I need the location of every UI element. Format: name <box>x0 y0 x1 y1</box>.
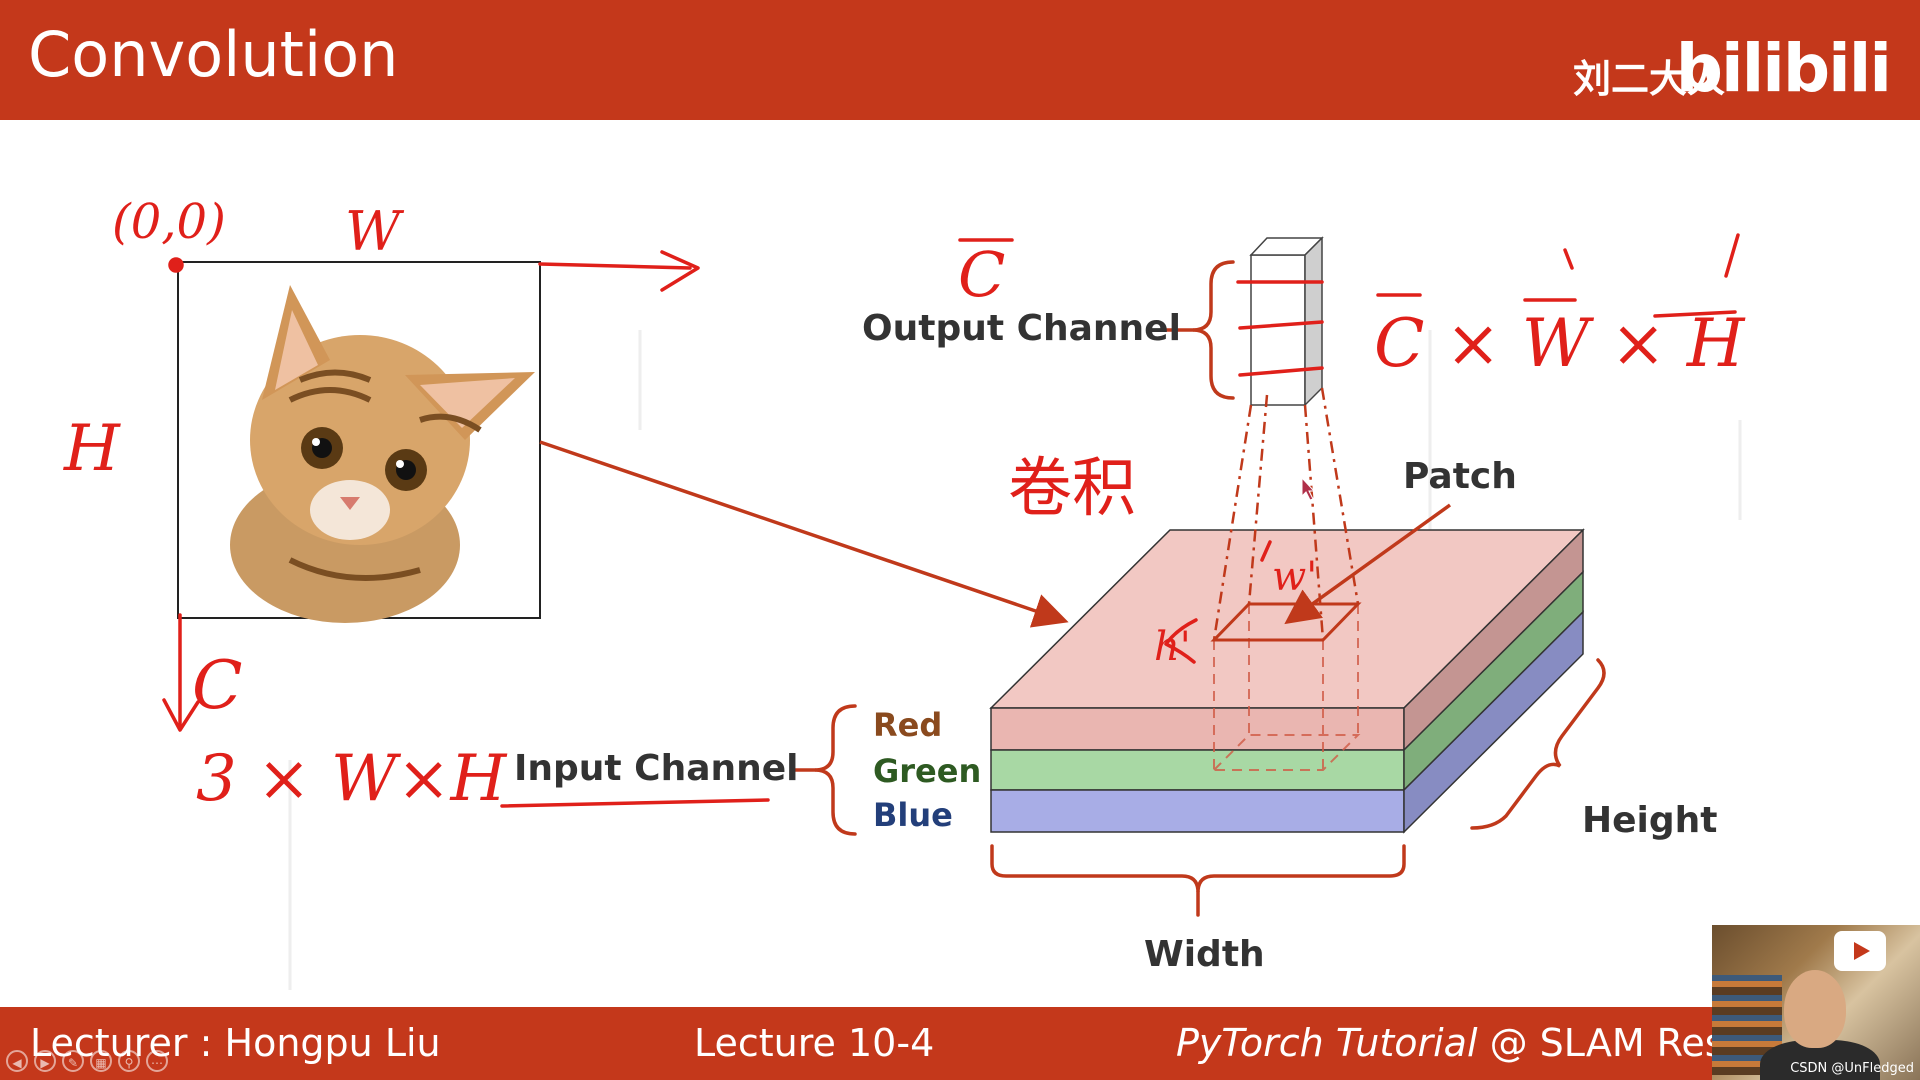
w-prime-mark <box>1563 248 1574 270</box>
tensor-green-layer <box>990 749 1405 791</box>
author-brand: 刘二大人 <box>1572 57 1725 101</box>
webcam-overlay: CSDN @UnFledged <box>1712 925 1920 1080</box>
bilibili-logo: bilibili <box>1675 30 1892 107</box>
diagram-labels: Output Channel Patch Input Channel Red G… <box>514 308 1718 975</box>
mouse-cursor-icon <box>1301 476 1316 501</box>
h-prime-label: h' <box>1154 624 1191 670</box>
cat-image <box>177 261 541 623</box>
projection-lines <box>1212 387 1360 641</box>
background-lines <box>288 330 1742 990</box>
c-bar-label: C <box>958 238 1005 311</box>
image-to-tensor-arrow <box>539 440 1069 628</box>
pen-icon[interactable]: ✎ <box>62 1050 84 1072</box>
w-axis-line <box>538 262 692 270</box>
presenter-head <box>1784 970 1846 1048</box>
blue-label: Blue <box>873 796 953 834</box>
patch-box <box>1211 604 1361 771</box>
output-column <box>1249 236 1324 407</box>
tensor-blue-layer <box>990 789 1405 833</box>
w-dim-tick <box>1260 540 1272 562</box>
patch-label: Patch <box>1403 456 1517 497</box>
width-label: Width <box>1144 934 1265 975</box>
csdn-watermark: CSDN @UnFledged <box>1790 1061 1914 1076</box>
play-icon[interactable] <box>1834 931 1886 971</box>
width-brace <box>990 844 1406 893</box>
origin-label: (0,0) <box>112 194 226 250</box>
footer-bar: Lecturer : Hongpu Liu Lecture 10-4 PyTor… <box>0 1007 1920 1080</box>
c-label: C <box>192 647 243 724</box>
conv-cn-label: 卷积 <box>1008 452 1136 526</box>
w-prime-label: w' <box>1272 554 1317 600</box>
handwritten-annotations <box>162 233 1740 808</box>
prev-slide-icon[interactable]: ◀ <box>6 1050 28 1072</box>
w-label: W <box>345 200 405 263</box>
output-shape-label: C × W × H <box>1374 305 1746 382</box>
input-channel-underline <box>500 798 770 808</box>
slide-nav-controls: ◀ ▶ ✎ ▦ ⚲ ⋯ <box>6 1050 168 1072</box>
h-label: H <box>63 412 121 486</box>
height-label: Height <box>1582 800 1718 841</box>
input-shape-label: 3 × W×H <box>196 742 507 816</box>
slide-title: Convolution <box>28 18 399 91</box>
input-channel-brace <box>814 704 857 836</box>
tensor-red-layer <box>990 707 1405 751</box>
output-channel-brace <box>1192 260 1235 400</box>
header-bar: Convolution 刘二大人 bilibili <box>0 0 1920 120</box>
course-text: PyTorch Tutorial @ SLAM Resea <box>1176 1021 1771 1065</box>
input-channel-label: Input Channel <box>514 748 799 789</box>
green-label: Green <box>873 752 981 790</box>
red-label: Red <box>873 706 942 744</box>
lecture-number: Lecture 10-4 <box>694 1021 935 1065</box>
w-axis-arrowhead <box>660 250 700 292</box>
tensor-blue-side <box>1403 610 1584 834</box>
h-prime-mark <box>1724 233 1740 278</box>
origin-dot <box>168 257 184 273</box>
c-axis-arrowhead <box>162 698 200 732</box>
next-slide-icon[interactable]: ▶ <box>34 1050 56 1072</box>
column-tick-2 <box>1238 320 1324 330</box>
output-channel-label: Output Channel <box>862 308 1181 349</box>
course-name: PyTorch Tutorial <box>1176 1021 1478 1065</box>
column-tick-3 <box>1238 366 1324 377</box>
h-overline <box>1653 310 1737 318</box>
h-dim-mark <box>1164 618 1198 664</box>
patch-arrow <box>1284 503 1452 625</box>
braces <box>790 260 1606 917</box>
more-options-icon[interactable]: ⋯ <box>146 1050 168 1072</box>
height-brace <box>1470 658 1606 830</box>
slides-grid-icon[interactable]: ▦ <box>90 1050 112 1072</box>
handwritten-labels: (0,0) W H C 3 × W×H C C × W × H 卷积 w' h' <box>63 194 1746 816</box>
zoom-icon[interactable]: ⚲ <box>118 1050 140 1072</box>
